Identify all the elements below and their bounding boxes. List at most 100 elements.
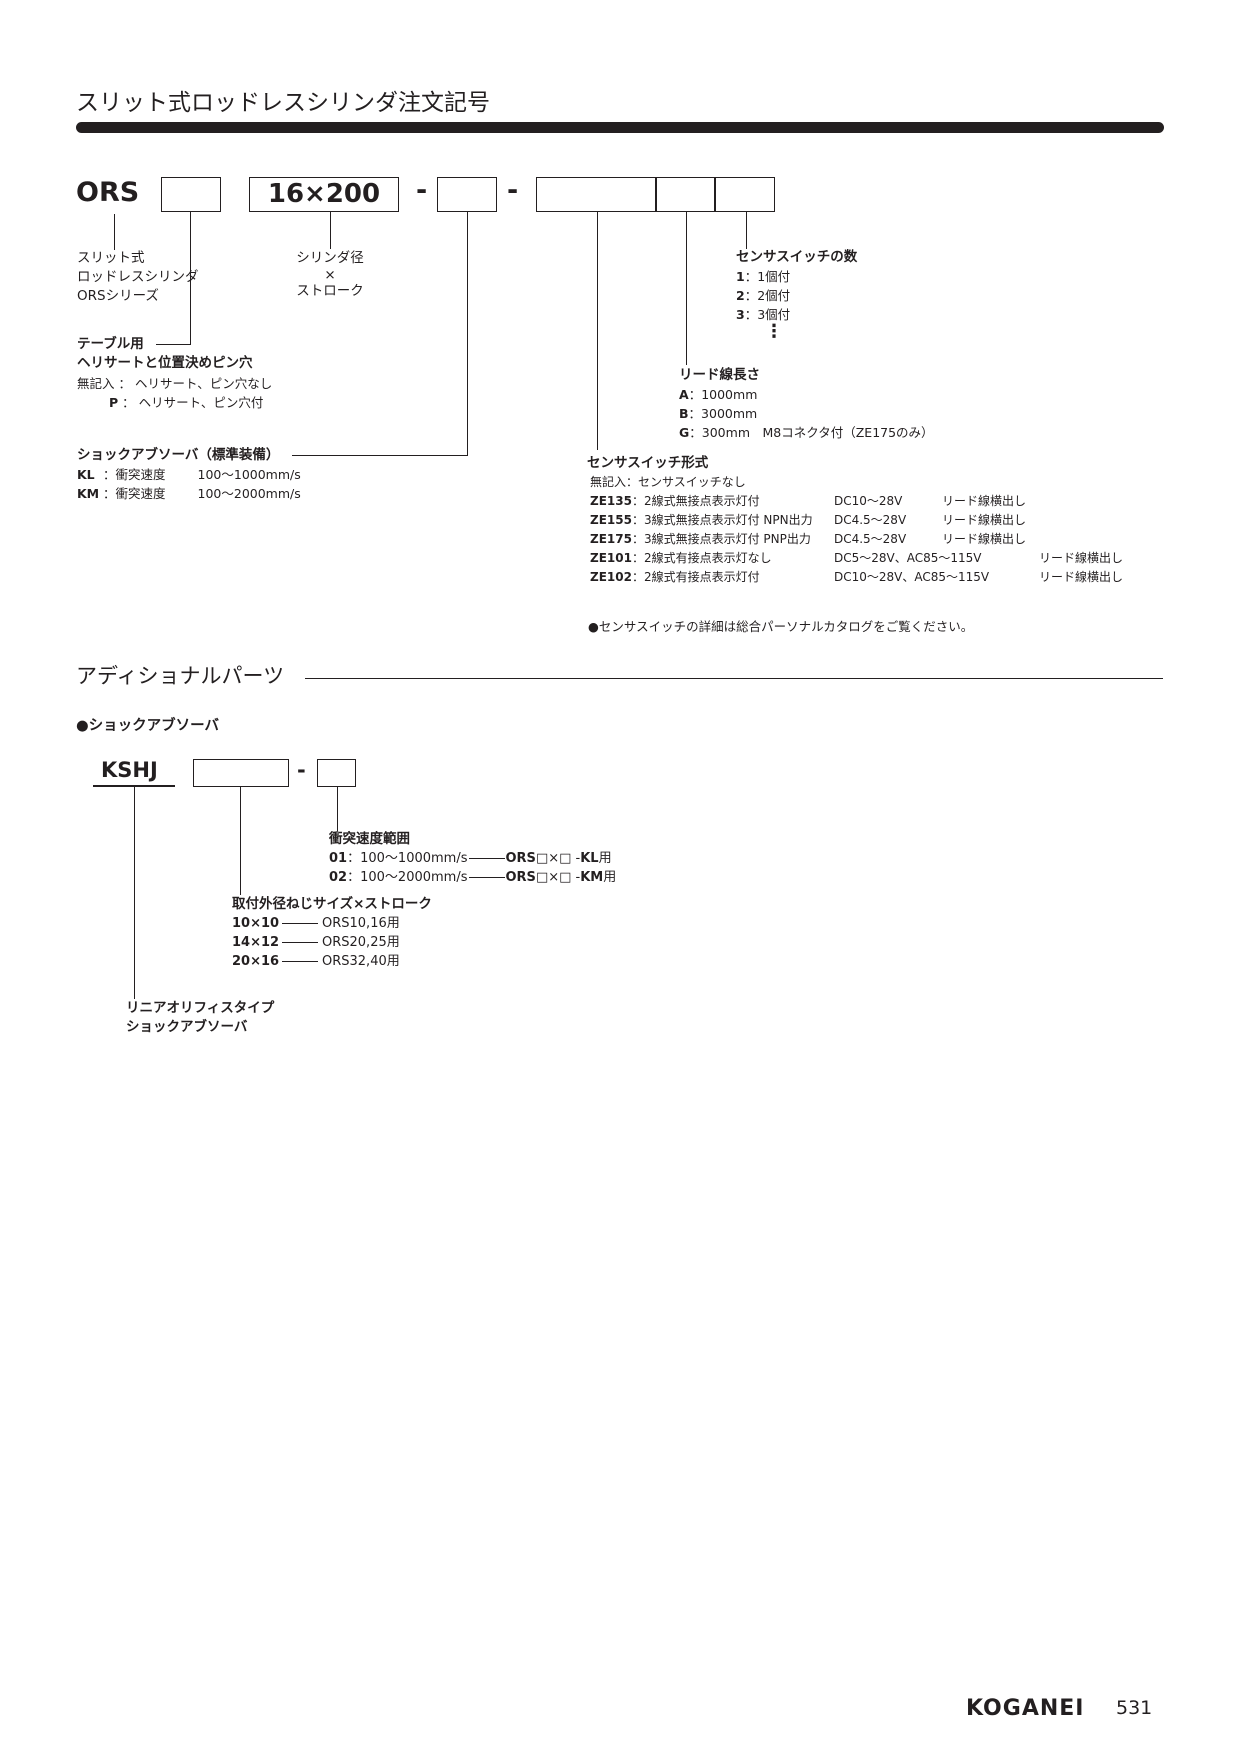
shock-opt-range: 100〜2000mm/s — [197, 486, 301, 501]
count-option-row: 1：1個付 — [736, 267, 790, 286]
sensor-opt-desc: 2線式有接点表示灯なし — [643, 551, 772, 565]
count-opt-sep: ： — [744, 288, 758, 303]
kshj-connector-speed — [337, 787, 338, 831]
order-code-size: 16×200 — [267, 179, 381, 209]
size-opt-desc: ORS10,16用 — [322, 916, 400, 931]
table-opt-desc: ヘリサート、ピン穴なし — [135, 376, 273, 391]
title-rule — [76, 122, 1164, 133]
speed-opt-link-suffix: KM — [580, 870, 604, 885]
order-dash-1: - — [416, 175, 428, 206]
size-opt-code: 20×16 — [232, 954, 280, 969]
sensor-opt-sep: ： — [631, 513, 644, 527]
sensor-none-row: 無記入：センサスイッチなし — [590, 473, 746, 492]
table-subtitle: ヘリサートと位置決めピン穴 — [77, 355, 253, 371]
sensor-count-box — [714, 177, 775, 212]
size-opt-leader — [282, 933, 318, 943]
sensor-opt-volt: DC5〜28V、AC85〜115V — [833, 551, 982, 565]
sensor-opt-code: ZE175 — [590, 532, 632, 546]
speed-opt-sep: ： — [347, 870, 361, 885]
size-opt-desc: ORS32,40用 — [322, 954, 400, 969]
size-opt-leader — [282, 952, 318, 962]
times-label: × — [324, 267, 336, 283]
type-line-2: ショックアブソーバ — [126, 1019, 248, 1035]
kshj-underline — [93, 785, 175, 787]
table-option-box — [161, 177, 221, 212]
sensor-opt-lead: リード線横出し — [1038, 551, 1123, 565]
size-opt-code: 10×10 — [232, 916, 280, 931]
count-opt-code: 3 — [736, 307, 745, 322]
series-label: スリット式 ロッドレスシリンダ ORSシリーズ — [77, 249, 199, 306]
order-code-prefix: ORS — [76, 177, 140, 208]
shock-opt-sep: ： — [103, 467, 116, 482]
sensor-opt-desc: 2線式無接点表示灯付 — [643, 494, 760, 508]
sensor-opt-volt: DC4.5〜28V — [833, 532, 907, 546]
bore-label: シリンダ径 — [296, 250, 364, 266]
page-number: 531 — [1116, 1697, 1153, 1719]
series-line-1: スリット式 — [77, 250, 145, 266]
count-title: センサスイッチの数 — [736, 249, 858, 265]
speed-opt-link-mid: □×□ - — [535, 851, 581, 866]
speed-opt-link-suffix: KL — [580, 851, 599, 866]
size-box: 16×200 — [249, 177, 399, 212]
additional-title: アディショナルパーツ — [76, 664, 285, 688]
table-title: テーブル用 — [77, 336, 144, 352]
lead-opt-sep: ： — [688, 387, 702, 402]
connector-shock-h — [292, 455, 468, 456]
sensor-opt-desc: 3線式無接点表示灯付 NPN出力 — [643, 513, 813, 527]
shock-title: ショックアブソーバ（標準装備） — [77, 447, 280, 463]
speed-opt-code: 02 — [329, 870, 348, 885]
lead-opt-code: G — [679, 425, 690, 440]
sensor-opt-code: ZE135 — [590, 494, 632, 508]
size-opt-code: 14×12 — [232, 935, 280, 950]
lead-opt-desc: 3000mm — [701, 406, 758, 421]
lead-option-row: B：3000mm — [679, 404, 757, 423]
stroke-label: ストローク — [296, 283, 364, 299]
series-line-3: ORSシリーズ — [77, 288, 159, 304]
kshj-code-prefix: KSHJ — [101, 758, 158, 782]
kshj-connector-type — [134, 787, 135, 999]
speed-opt-code: 01 — [329, 851, 348, 866]
series-line-2: ロッドレスシリンダ — [77, 269, 199, 285]
brand-logo: KOGANEI — [966, 1696, 1085, 1721]
sensor-none-code: 無記入 — [590, 475, 627, 489]
lead-opt-code: A — [679, 387, 689, 402]
size-opt-leader — [282, 914, 318, 924]
table-option-row: P ： ヘリサート、ピン穴付 — [109, 393, 263, 412]
order-dash-2: - — [507, 175, 519, 206]
sensor-note: ●センサスイッチの詳細は総合パーソナルカタログをご覧ください。 — [588, 619, 974, 634]
table-opt-code: 無記入 — [77, 376, 115, 391]
sensor-opt-sep: ： — [631, 532, 644, 546]
lead-opt-code: B — [679, 406, 689, 421]
sensor-opt-code: ZE155 — [590, 513, 632, 527]
lead-option-row: G：300mm M8コネクタ付（ZE175のみ） — [679, 423, 934, 442]
sensor-opt-sep: ： — [631, 494, 644, 508]
count-opt-code: 1 — [736, 269, 745, 284]
table-opt-sep: ： — [118, 376, 132, 391]
sensor-opt-code: ZE102 — [590, 570, 632, 584]
sensor-opt-code: ZE101 — [590, 551, 632, 565]
count-opt-code: 2 — [736, 288, 745, 303]
speed-opt-leader — [468, 849, 505, 859]
shock-opt-desc: 衝突速度 — [115, 486, 166, 501]
sensor-opt-volt: DC4.5〜28V — [833, 513, 907, 527]
sensor-opt-volt: DC10〜28V、AC85〜115V — [833, 570, 990, 584]
count-opt-desc: 2個付 — [757, 288, 791, 303]
connector-shock-v — [467, 212, 468, 456]
lead-opt-sep: ： — [688, 406, 702, 421]
size-option-row: 20×16 ORS32,40用 — [232, 952, 400, 971]
type-line-1: リニアオリフィスタイプ — [126, 1000, 275, 1016]
sensor-opt-lead: リード線横出し — [941, 513, 1026, 527]
speed-opt-sep: ： — [347, 851, 361, 866]
table-opt-sep: ： — [122, 395, 135, 410]
sensor-opt-lead: リード線横出し — [941, 532, 1026, 546]
count-more-dots: ⋮ — [765, 321, 783, 342]
connector-table-v — [190, 212, 191, 345]
lead-opt-desc: 300mm M8コネクタ付（ZE175のみ） — [701, 425, 934, 440]
speed-opt-use: 用 — [598, 851, 612, 866]
